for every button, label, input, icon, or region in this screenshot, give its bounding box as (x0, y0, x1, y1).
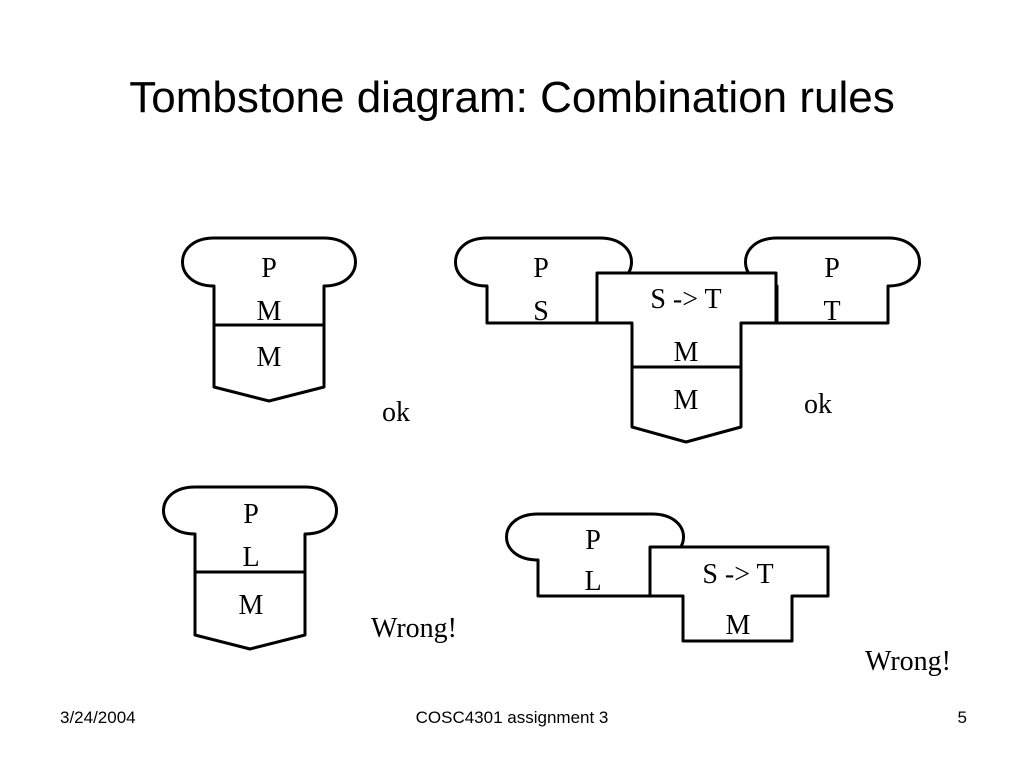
machine-shape (630, 365, 743, 444)
diagram-1 (181, 236, 357, 403)
program-label: P (261, 253, 277, 284)
machine-label: M (239, 590, 264, 621)
footer-page-number: 5 (957, 708, 967, 727)
program-tombstone-shape (181, 236, 357, 327)
verdict-label: ok (382, 397, 410, 428)
language-label: L (242, 542, 259, 573)
program-label: P (533, 253, 549, 284)
output-language-label: T (823, 296, 840, 327)
language-label: S (533, 296, 549, 327)
footer-course: COSC4301 assignment 3 (415, 708, 609, 727)
language-label: L (584, 566, 601, 597)
machine-shape (212, 323, 326, 403)
language-label: M (257, 296, 282, 327)
slide-title: Tombstone diagram: Combination rules (129, 73, 895, 122)
translator-label: S -> T (702, 559, 773, 590)
verdict-label: Wrong! (865, 646, 951, 677)
translator-language-label: M (726, 610, 751, 641)
translator-shape (648, 545, 830, 643)
machine-shape (193, 570, 307, 651)
machine-label: M (674, 385, 699, 416)
diagram-3 (162, 485, 338, 651)
footer-date: 3/24/2004 (60, 708, 136, 727)
diagram-2 (454, 236, 921, 444)
verdict-label: Wrong! (371, 613, 457, 644)
machine-label: M (257, 342, 282, 373)
program-label: P (243, 499, 259, 530)
verdict-label: ok (804, 389, 832, 420)
output-program-label: P (824, 253, 840, 284)
program-tombstone-shape (162, 485, 338, 574)
translator-label: S -> T (650, 284, 721, 315)
translator-language-label: M (674, 337, 699, 368)
diagram-4 (505, 512, 830, 643)
program-label: P (585, 525, 601, 556)
